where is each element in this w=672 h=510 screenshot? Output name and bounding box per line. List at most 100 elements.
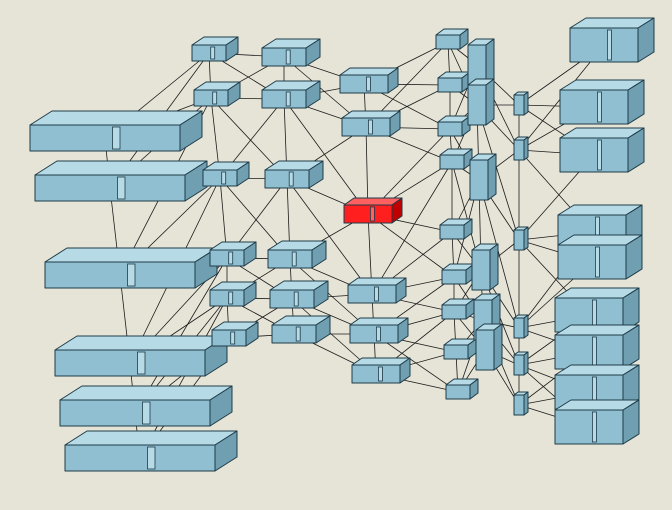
- node-front-face: [209, 249, 245, 267]
- node-notch: [375, 326, 381, 342]
- network-node[interactable]: [347, 277, 407, 304]
- node-side-face: [399, 357, 411, 384]
- edge-line: [367, 213, 455, 278]
- network-node[interactable]: [569, 17, 655, 63]
- network-node[interactable]: [513, 351, 529, 376]
- network-node[interactable]: [513, 314, 529, 339]
- network-node[interactable]: [271, 315, 331, 344]
- nodes-layer: [29, 17, 655, 472]
- network-node[interactable]: [267, 240, 327, 269]
- network-node[interactable]: [209, 281, 257, 307]
- node-side-face: [523, 351, 529, 376]
- node-front-face: [64, 444, 216, 472]
- node-notch: [377, 366, 383, 382]
- highlighted-node[interactable]: [343, 197, 403, 224]
- node-top-face: [29, 110, 203, 126]
- node-top-face: [54, 335, 228, 351]
- node-notch: [369, 206, 375, 222]
- node-top-face: [34, 160, 208, 176]
- network-node[interactable]: [443, 338, 477, 360]
- network-node[interactable]: [437, 115, 471, 137]
- node-front-face: [261, 47, 307, 67]
- network-node[interactable]: [211, 321, 259, 347]
- network-node[interactable]: [513, 136, 529, 161]
- network-node[interactable]: [445, 378, 479, 400]
- network-node[interactable]: [475, 323, 503, 371]
- network-node[interactable]: [557, 234, 643, 280]
- node-side-face: [243, 241, 257, 267]
- node-side-face: [245, 321, 259, 347]
- network-node[interactable]: [349, 317, 409, 344]
- network-node[interactable]: [261, 38, 321, 67]
- node-front-face: [513, 354, 525, 376]
- network-node[interactable]: [193, 81, 241, 107]
- network-node[interactable]: [437, 71, 471, 93]
- node-front-face: [191, 44, 227, 62]
- network-node[interactable]: [29, 110, 203, 152]
- network-node[interactable]: [513, 226, 529, 251]
- network-node[interactable]: [435, 28, 469, 50]
- node-notch: [365, 76, 371, 92]
- node-notch: [285, 91, 291, 107]
- network-node[interactable]: [439, 218, 473, 240]
- network-node[interactable]: [202, 161, 250, 187]
- node-notch: [373, 286, 379, 302]
- node-front-face: [29, 124, 181, 152]
- network-node[interactable]: [341, 110, 401, 137]
- network-node[interactable]: [54, 335, 228, 377]
- node-side-face: [622, 287, 640, 333]
- network-node[interactable]: [554, 324, 640, 370]
- network-node[interactable]: [264, 160, 324, 189]
- node-front-face: [559, 137, 629, 173]
- network-node[interactable]: [439, 148, 473, 170]
- node-side-face: [179, 110, 203, 152]
- network-node[interactable]: [191, 36, 239, 62]
- network-node[interactable]: [513, 391, 529, 416]
- node-notch: [230, 331, 236, 345]
- network-node[interactable]: [269, 280, 329, 309]
- node-front-face: [513, 139, 525, 161]
- node-side-face: [622, 324, 640, 370]
- node-side-face: [315, 315, 331, 344]
- network-node[interactable]: [469, 153, 497, 201]
- node-front-face: [54, 349, 206, 377]
- network-node[interactable]: [64, 430, 238, 472]
- node-front-face: [437, 121, 463, 137]
- node-side-face: [487, 153, 497, 201]
- network-node[interactable]: [34, 160, 208, 202]
- network-node[interactable]: [467, 38, 495, 86]
- node-front-face: [441, 304, 467, 320]
- node-side-face: [387, 67, 399, 94]
- network-node[interactable]: [559, 127, 645, 173]
- node-side-face: [622, 364, 640, 410]
- network-node[interactable]: [467, 78, 495, 126]
- node-notch: [607, 29, 612, 61]
- node-front-face: [445, 384, 471, 400]
- network-node[interactable]: [471, 243, 499, 291]
- node-notch: [291, 251, 297, 267]
- node-side-face: [397, 317, 409, 344]
- network-node[interactable]: [59, 385, 233, 427]
- node-side-face: [395, 277, 407, 304]
- network-node[interactable]: [559, 79, 645, 125]
- node-front-face: [469, 159, 489, 201]
- network-node[interactable]: [554, 399, 640, 445]
- node-notch: [288, 171, 294, 187]
- network-node[interactable]: [441, 298, 475, 320]
- node-notch: [295, 326, 301, 342]
- node-side-face: [493, 323, 503, 371]
- network-node[interactable]: [209, 241, 257, 267]
- network-node[interactable]: [261, 80, 321, 109]
- node-front-face: [211, 329, 247, 347]
- node-front-face: [513, 317, 525, 339]
- network-node[interactable]: [513, 91, 529, 116]
- network-node[interactable]: [554, 287, 640, 333]
- network-node[interactable]: [339, 67, 399, 94]
- network-node[interactable]: [44, 247, 218, 289]
- network-node[interactable]: [441, 263, 475, 285]
- node-side-face: [225, 36, 239, 62]
- network-node[interactable]: [351, 357, 411, 384]
- node-notch: [367, 119, 373, 135]
- node-notch: [137, 351, 146, 375]
